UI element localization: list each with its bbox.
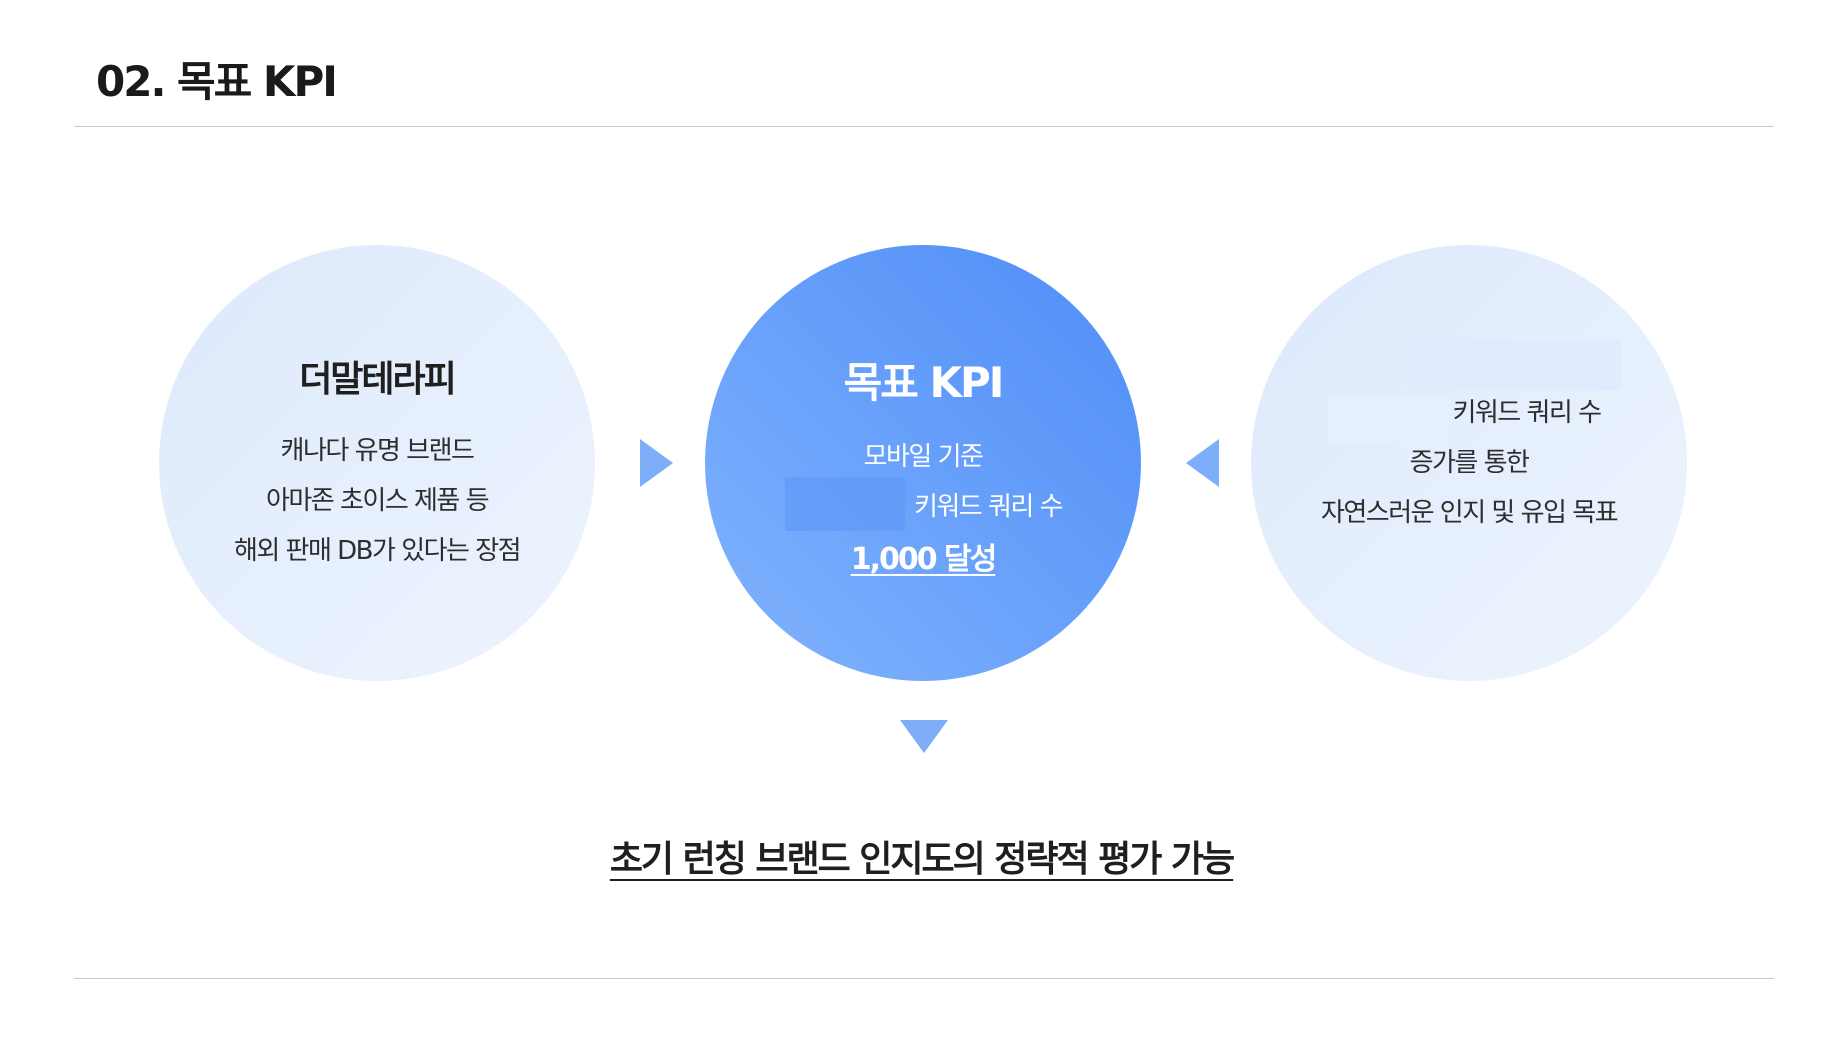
bottom-divider (74, 978, 1774, 979)
brand-title: 더말테라피 (299, 359, 457, 400)
top-divider (74, 126, 1774, 127)
goal-line-2: 증가를 통한 (1409, 448, 1530, 478)
conclusion-label: 초기 런칭 브랜드 인지도의 정략적 평가 가능 (609, 839, 1235, 880)
kpi-title: 목표 KPI (843, 357, 1005, 407)
redaction-box (1411, 340, 1621, 390)
triangle-right-icon (640, 439, 673, 487)
circle-goal: 키워드 쿼리 수 증가를 통한 자연스러운 인지 및 유입 목표 (1251, 245, 1687, 681)
circle-kpi: 목표 KPI 모바일 기준 키워드 쿼리 수 1,000 달성 (705, 245, 1141, 681)
triangle-down-icon (900, 720, 948, 753)
brand-line-3: 해외 판매 DB가 있다는 장점 (233, 536, 522, 566)
goal-line-3: 자연스러운 인지 및 유입 목표 (1320, 498, 1619, 528)
redaction-box (1329, 395, 1449, 445)
page-title: 02. 목표 KPI (96, 57, 338, 106)
brand-line-1: 캐나다 유명 브랜드 (280, 436, 475, 466)
kpi-line-1: 모바일 기준 (863, 441, 984, 472)
conclusion-text: 초기 런칭 브랜드 인지도의 정략적 평가 가능 (0, 830, 1843, 882)
goal-line-1: 키워드 쿼리 수 (1452, 398, 1602, 428)
circle-brand: 더말테라피 캐나다 유명 브랜드 아마존 초이스 제품 등 해외 판매 DB가 … (159, 245, 595, 681)
kpi-line-2: 키워드 쿼리 수 (913, 491, 1064, 522)
kpi-highlight: 1,000 달성 (850, 541, 998, 577)
brand-line-2: 아마존 초이스 제품 등 (265, 486, 490, 516)
redaction-box (785, 477, 905, 531)
triangle-left-icon (1186, 439, 1219, 487)
